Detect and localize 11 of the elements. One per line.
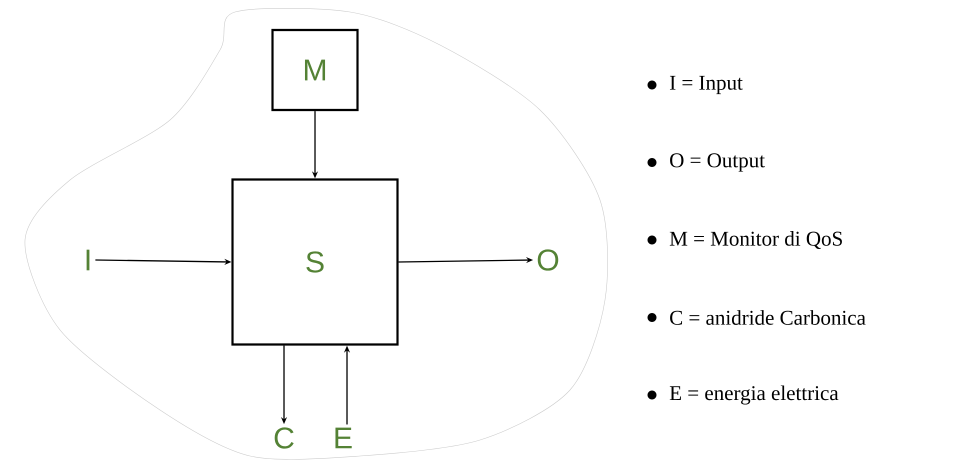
system-box: S [231,178,399,346]
legend-text: I = Input [670,76,743,94]
legend-text: C = anidride Carbonica [670,310,866,325]
signal-letter: O [538,249,558,271]
monitor-box: M [271,28,359,112]
legend-text: M = Monitor di QoS [670,231,842,249]
legend-text: O = Output [670,153,765,172]
signal-letter: E [335,428,352,448]
legend-text: E = energia elettrica [670,385,838,405]
signal-letter: C [274,427,294,449]
signal-letter: I [86,250,90,270]
